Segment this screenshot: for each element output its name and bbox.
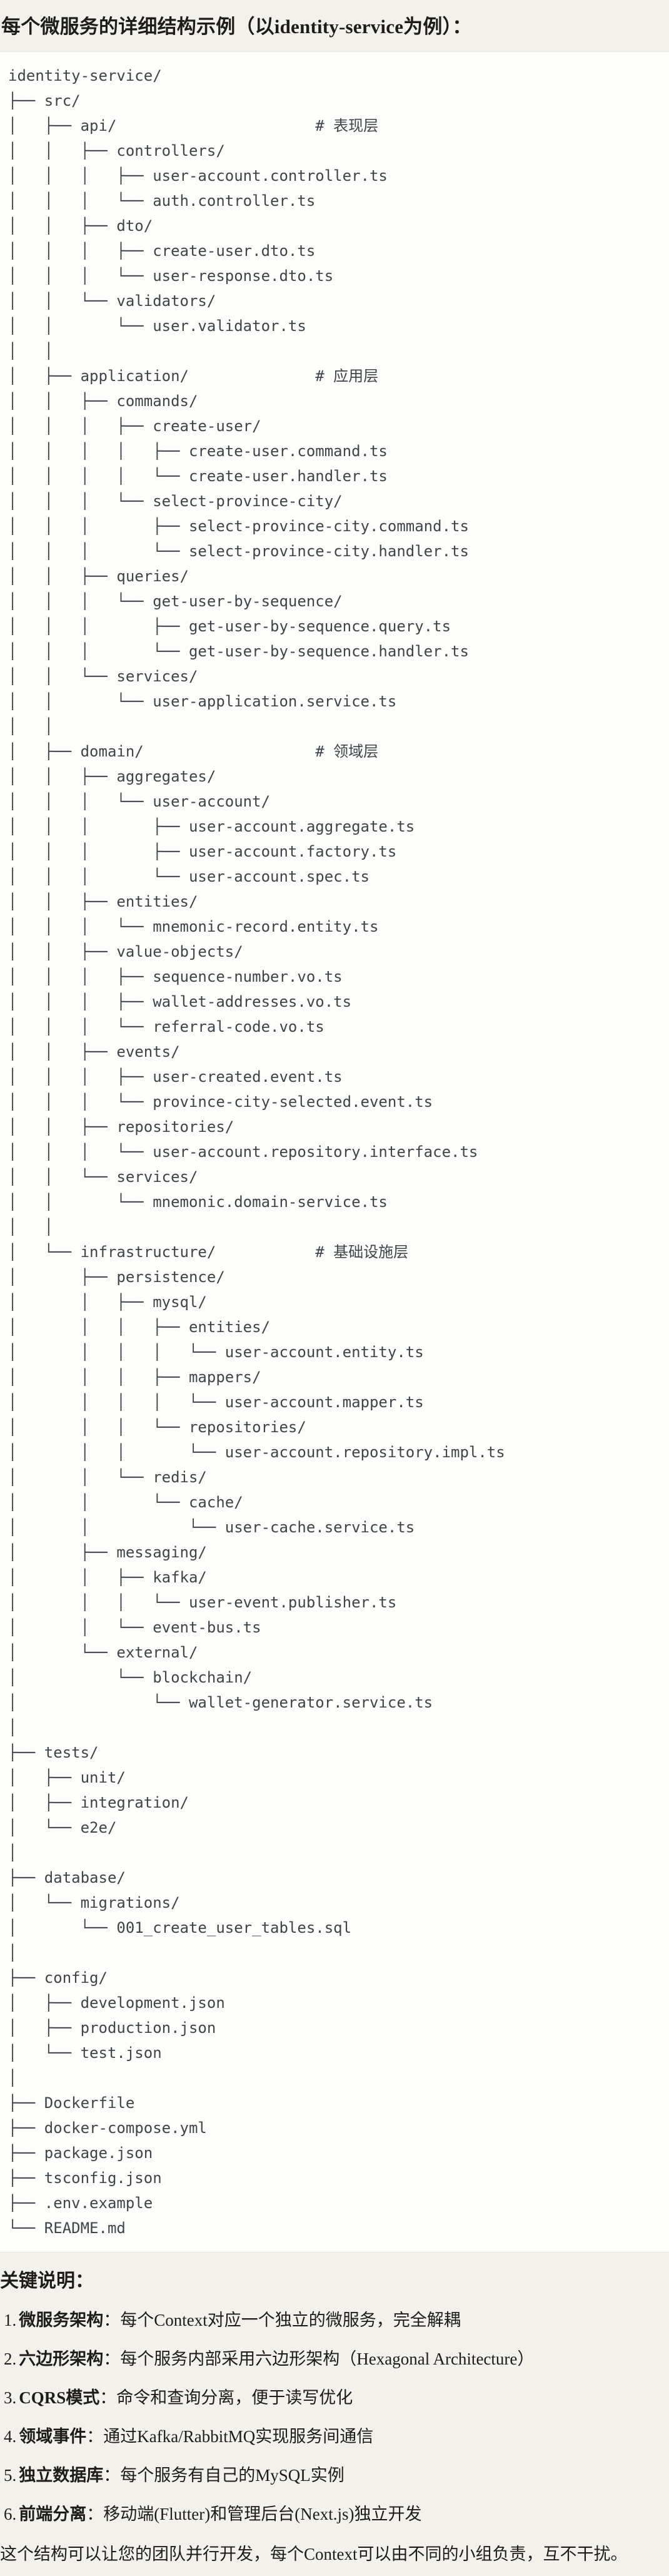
note-number: 3. <box>4 2388 17 2407</box>
note-desc: ：命令和查询分离，便于读写优化 <box>99 2388 353 2407</box>
note-number: 4. <box>4 2427 17 2446</box>
note-item: 2.六边形架构：每个服务内部采用六边形架构（Hexagonal Architec… <box>0 2346 663 2371</box>
note-item: 6.前端分离：移动端(Flutter)和管理后台(Next.js)独立开发 <box>0 2502 663 2527</box>
notes-heading: 关键说明： <box>0 2271 94 2291</box>
directory-tree: identity-service/ ├── src/ │ ├── api/ # … <box>8 67 505 2237</box>
note-number: 5. <box>4 2466 17 2485</box>
note-term: 微服务架构 <box>19 2311 104 2329</box>
note-item: 3.CQRS模式：命令和查询分离，便于读写优化 <box>0 2385 663 2410</box>
notes-section: 关键说明： 1.微服务架构：每个Context对应一个独立的微服务，完全解耦 2… <box>0 2253 669 2576</box>
note-desc: ：通过Kafka/RabbitMQ实现服务间通信 <box>86 2427 374 2446</box>
note-desc: ：每个Context对应一个独立的微服务，完全解耦 <box>103 2311 461 2329</box>
code-block: identity-service/ ├── src/ │ ├── api/ # … <box>0 51 669 2253</box>
note-item: 5.独立数据库：每个服务有自己的MySQL实例 <box>0 2463 663 2488</box>
section-title-band: 每个微服务的详细结构示例（以identity-service为例）： <box>0 0 669 51</box>
note-desc: ：每个服务有自己的MySQL实例 <box>103 2466 345 2485</box>
note-number: 2. <box>4 2349 17 2368</box>
note-term: 独立数据库 <box>19 2466 104 2485</box>
note-term: CQRS模式 <box>19 2388 100 2407</box>
note-number: 6. <box>4 2505 17 2523</box>
page-title: 每个微服务的详细结构示例（以identity-service为例）： <box>1 15 472 38</box>
note-desc: ：每个服务内部采用六边形架构（Hexagonal Architecture） <box>103 2349 535 2368</box>
note-item: 4.领域事件：通过Kafka/RabbitMQ实现服务间通信 <box>0 2424 663 2449</box>
note-term: 领域事件 <box>19 2427 87 2446</box>
note-desc: ：移动端(Flutter)和管理后台(Next.js)独立开发 <box>86 2505 422 2523</box>
note-term: 前端分离 <box>19 2505 87 2523</box>
note-term: 六边形架构 <box>19 2349 104 2368</box>
note-item: 1.微服务架构：每个Context对应一个独立的微服务，完全解耦 <box>0 2308 663 2333</box>
closing-paragraph: 这个结构可以让您的团队并行开发，每个Context可以由不同的小组负责，互不干扰… <box>0 2545 628 2563</box>
note-number: 1. <box>4 2311 17 2329</box>
